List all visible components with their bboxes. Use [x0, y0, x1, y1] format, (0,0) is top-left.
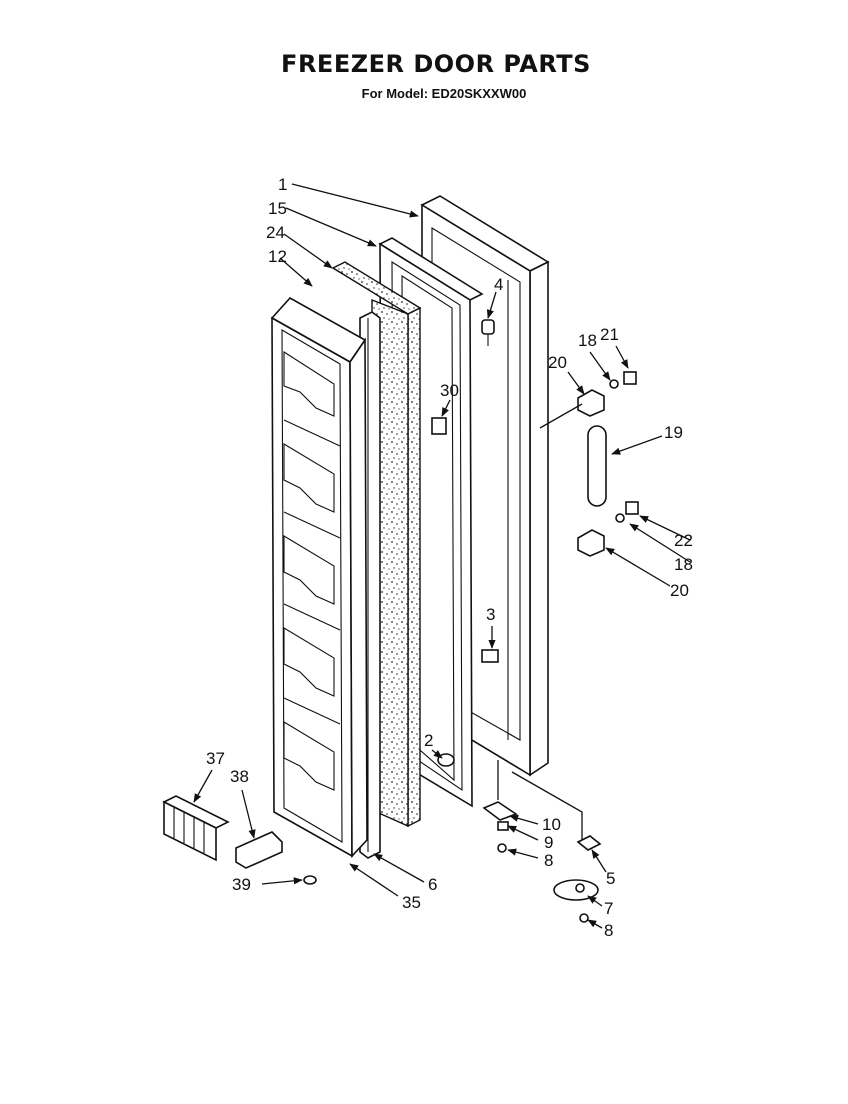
callout-4: 4: [494, 275, 503, 294]
foam-insulation: [331, 261, 422, 828]
callout-labels: 1 15 24 12 4 18 21 20 30 19 22 18 20 3 2…: [206, 175, 693, 940]
callout-7: 7: [604, 899, 613, 918]
callout-24: 24: [266, 223, 285, 242]
callout-9: 9: [544, 833, 553, 852]
callout-3: 3: [486, 605, 495, 624]
hinge-pin: [481, 649, 499, 663]
callout-38: 38: [230, 767, 249, 786]
grille-cover: [235, 831, 283, 869]
callout-18-upper: 18: [578, 331, 597, 350]
callout-2: 2: [424, 731, 433, 750]
vent-grille: [162, 795, 230, 862]
callout-5: 5: [606, 869, 615, 888]
callout-1: 1: [278, 175, 287, 194]
screw: [303, 875, 317, 885]
callout-12: 12: [268, 247, 287, 266]
callout-20-lower: 20: [670, 581, 689, 600]
model-subtitle: For Model: ED20SKXXW00: [361, 86, 527, 101]
callout-6: 6: [428, 875, 437, 894]
hinge-bushing: [481, 319, 495, 346]
callout-20-upper: 20: [548, 353, 567, 372]
page-title: FREEZER DOOR PARTS: [281, 50, 591, 78]
cam-bushing: [437, 753, 455, 767]
callout-21: 21: [600, 325, 619, 344]
callout-8-left: 8: [544, 851, 553, 870]
callout-35: 35: [402, 893, 421, 912]
callout-37: 37: [206, 749, 225, 768]
callout-30: 30: [440, 381, 459, 400]
door-stop: [431, 417, 447, 435]
callout-10: 10: [542, 815, 561, 834]
handle-tube: [587, 425, 607, 507]
callout-18-lower: 18: [674, 555, 693, 574]
leader-lines: [193, 183, 691, 929]
inner-door-liner: [270, 296, 368, 859]
hinge-bracket: [553, 835, 602, 923]
door-shelf-bins: [283, 350, 341, 791]
upper-hinge-block: [577, 371, 637, 417]
callout-22: 22: [674, 531, 693, 550]
lower-bracket: [482, 801, 518, 853]
callout-8-right: 8: [604, 921, 613, 940]
callout-15: 15: [268, 199, 287, 218]
lower-hinge-block: [577, 501, 639, 557]
callout-39: 39: [232, 875, 251, 894]
callout-19: 19: [664, 423, 683, 442]
